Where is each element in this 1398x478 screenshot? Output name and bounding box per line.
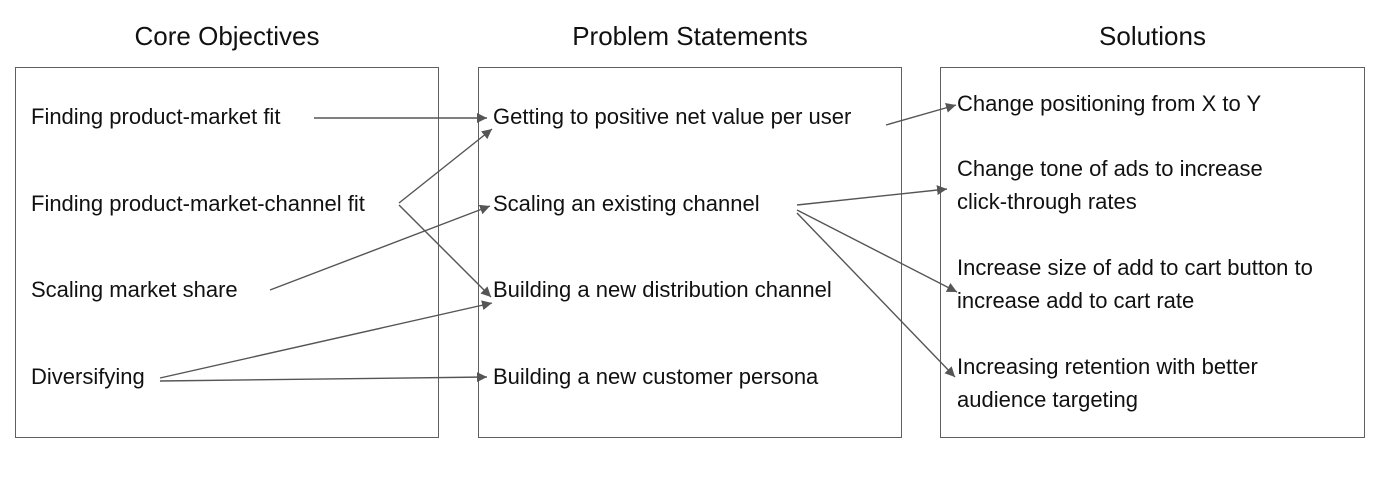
problem-statements-title: Problem Statements — [572, 21, 808, 51]
core-objectives-title: Core Objectives — [134, 21, 320, 51]
objective-product-market-fit: Finding product-market fit — [31, 104, 281, 129]
solutions-box — [940, 67, 1365, 438]
problem-new-customer-persona: Building a new customer persona — [493, 364, 819, 389]
objective-diversifying: Diversifying — [31, 364, 145, 389]
solution-change-tone-of-ads: Change tone of ads to increase click-thr… — [957, 152, 1263, 218]
solution-change-positioning-line-1: Change positioning from X to Y — [957, 91, 1262, 116]
solution-increasing-retention: Increasing retention with better audienc… — [957, 350, 1258, 416]
solution-change-tone-of-ads-line-2: click-through rates — [957, 189, 1137, 214]
solution-increasing-retention-line-1: Increasing retention with better — [957, 354, 1258, 379]
problem-new-distribution-channel: Building a new distribution channel — [493, 277, 832, 302]
solution-increase-cart-button-line-2: increase add to cart rate — [957, 288, 1195, 313]
solution-increase-cart-button-line-1: Increase size of add to cart button to — [957, 255, 1313, 280]
objective-product-market-channel-fit: Finding product-market-channel fit — [31, 191, 365, 216]
objective-scaling-market-share: Scaling market share — [31, 277, 238, 302]
solution-increasing-retention-line-2: audience targeting — [957, 387, 1139, 412]
solutions-title: Solutions — [1099, 21, 1206, 51]
solution-change-positioning: Change positioning from X to Y — [957, 87, 1261, 120]
problem-scaling-existing-channel: Scaling an existing channel — [493, 191, 760, 216]
problem-positive-net-value: Getting to positive net value per user — [493, 104, 852, 129]
solution-increase-cart-button: Increase size of add to cart button to i… — [957, 251, 1313, 317]
solution-change-tone-of-ads-line-1: Change tone of ads to increase — [957, 156, 1263, 181]
